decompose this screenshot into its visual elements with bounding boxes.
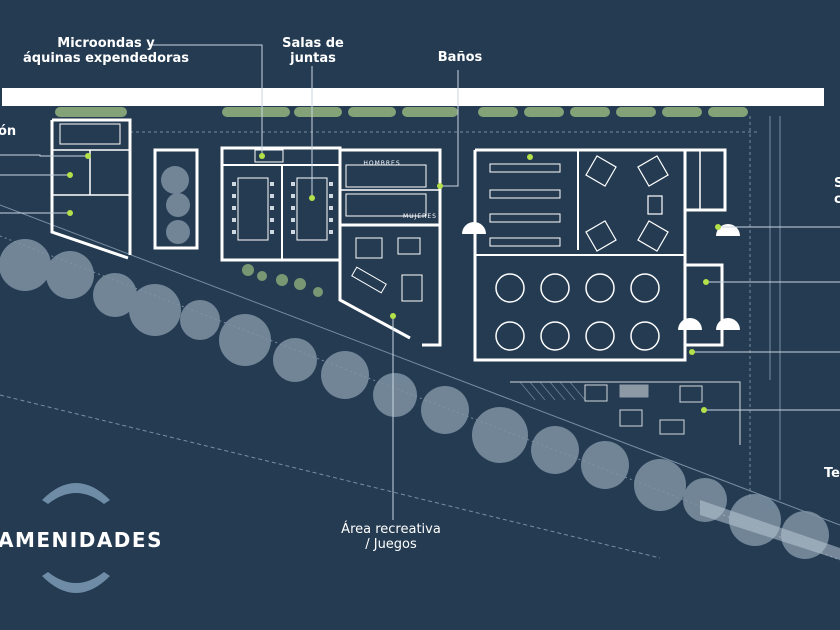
label-banos: Baños (437, 50, 483, 65)
label-area-line1: Área recreativa (341, 522, 441, 537)
lounge-furniture (585, 155, 669, 252)
label-microondas-line2: áquinas expendedoras (23, 51, 189, 66)
bathrooms-recreation (338, 148, 442, 347)
reflecting-pool (153, 148, 199, 250)
chevron-up-icon (42, 483, 110, 504)
leader-lines (0, 44, 840, 520)
label-microondas-line1: Microondas y (57, 36, 155, 51)
right-wing (473, 148, 727, 362)
label-salas-line1: Salas de (282, 36, 344, 51)
label-right-cut-c: c (834, 192, 840, 207)
road-band (2, 88, 824, 106)
room-label-hombres: HOMBRES (363, 160, 400, 167)
tree-band-light (700, 500, 840, 560)
terrace (510, 381, 741, 445)
round-tables (495, 273, 660, 351)
room-label-mujeres: MUJERES (403, 213, 437, 220)
label-salas-line2: juntas (290, 51, 336, 66)
section-title-amenidades: AMENIDADES (0, 528, 163, 552)
label-right-cut-te: Te (824, 466, 840, 481)
chevron-down-icon (42, 572, 110, 593)
label-area-recreativa: Área recreativa / Juegos (320, 522, 462, 552)
hedge-row-top (55, 107, 748, 117)
label-right-cut-s: S (834, 176, 840, 191)
label-microondas: Microondas y áquinas expendedoras (0, 36, 216, 66)
planters (242, 264, 323, 297)
meeting-rooms (220, 146, 342, 262)
label-salas-de-juntas: Salas de juntas (268, 36, 358, 66)
tree-band (0, 166, 829, 559)
left-wing (50, 118, 132, 260)
label-area-line2: / Juegos (365, 537, 417, 552)
accent-dots (67, 153, 721, 413)
terrace-hatch (519, 381, 586, 401)
label-left-cut: ón (0, 124, 17, 139)
meeting-chairs (232, 182, 333, 234)
